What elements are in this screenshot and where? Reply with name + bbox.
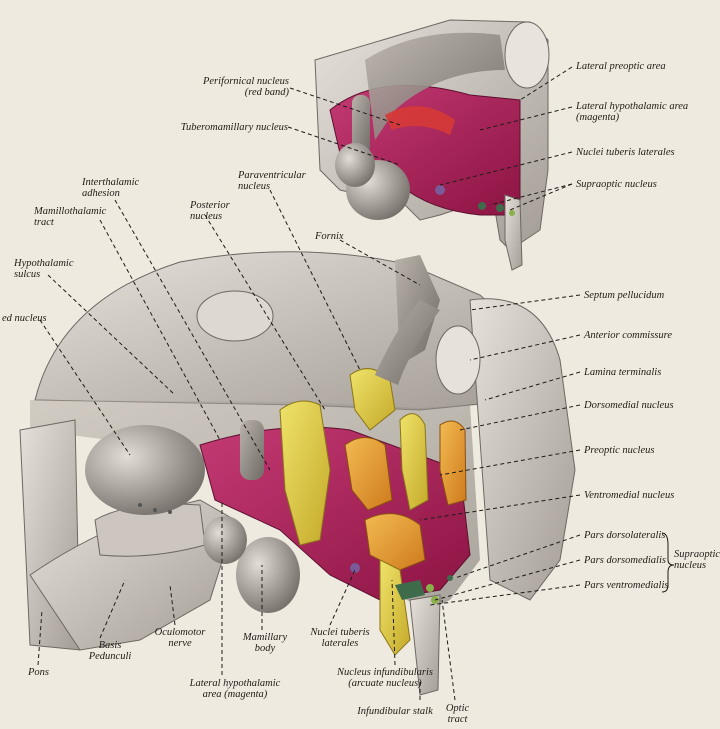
label-posterior-nucleus: Posterior nucleus [190,200,230,222]
label-oculomotor-nerve: Oculomotor nerve [145,627,215,649]
label-lateral-preoptic-area: Lateral preoptic area [576,61,666,72]
label-optic-tract: Optic tract [435,703,480,725]
label-ventromedial-nucleus: Ventromedial nucleus [584,490,674,501]
label-pons: Pons [28,667,49,678]
label-pars-dorsolateralis: Pars dorsolateralis [584,530,665,541]
label-supraoptic-nucleus-top: Supraoptic nucleus [576,179,657,190]
label-pars-ventromedialis: Pars ventromedialis [584,580,668,591]
label-supraoptic-nucleus-group: Supraoptic nucleus [674,549,720,571]
label-red-nucleus: ed nucleus [2,313,47,324]
label-paraventricular-nucleus: Paraventricular nucleus [238,170,306,192]
label-septum-pellucidum: Septum pellucidum [584,290,664,301]
label-preoptic-nucleus: Preoptic nucleus [584,445,654,456]
label-hypothalamic-sulcus: Hypothalamic sulcus [14,258,74,280]
label-nucleus-infundibularis: Nucleus infundibularis (arcuate nucleus) [325,667,445,689]
label-nuclei-tuberis-laterales-top: Nuclei tuberis laterales [576,147,675,158]
label-nuclei-tuberis-laterales-bottom: Nuclei tuberis laterales [300,627,380,649]
main-section [20,252,575,695]
label-tuberomammillary-nucleus: Tuberomamillary nucleus [170,122,288,133]
label-lamina-terminalis: Lamina terminalis [584,367,661,378]
label-anterior-commissure: Anterior commissure [584,330,672,341]
label-perifornical-nucleus: Perifornical nucleus (red band) [185,76,289,98]
label-mamillothalamic-tract: Mamillothalamic tract [34,206,106,228]
label-interthalamic-adhesion: Interthalamic adhesion [82,177,139,199]
label-fornix: Fornix [315,231,344,242]
top-inset [315,20,549,270]
label-mamillary-body: Mamillary body [235,632,295,654]
label-dorsomedial-nucleus: Dorsomedial nucleus [584,400,674,411]
label-basis-pedunculi: Basis Pedunculi [80,640,140,662]
label-pars-dorsomedialis: Pars dorsomedialis [584,555,666,566]
label-lateral-hypothalamic-area-top: Lateral hypothalamic area (magenta) [576,101,688,123]
label-lateral-hypothalamic-area-bottom: Lateral hypothalamic area (magenta) [180,678,290,700]
label-infundibular-stalk: Infundibular stalk [345,706,445,717]
